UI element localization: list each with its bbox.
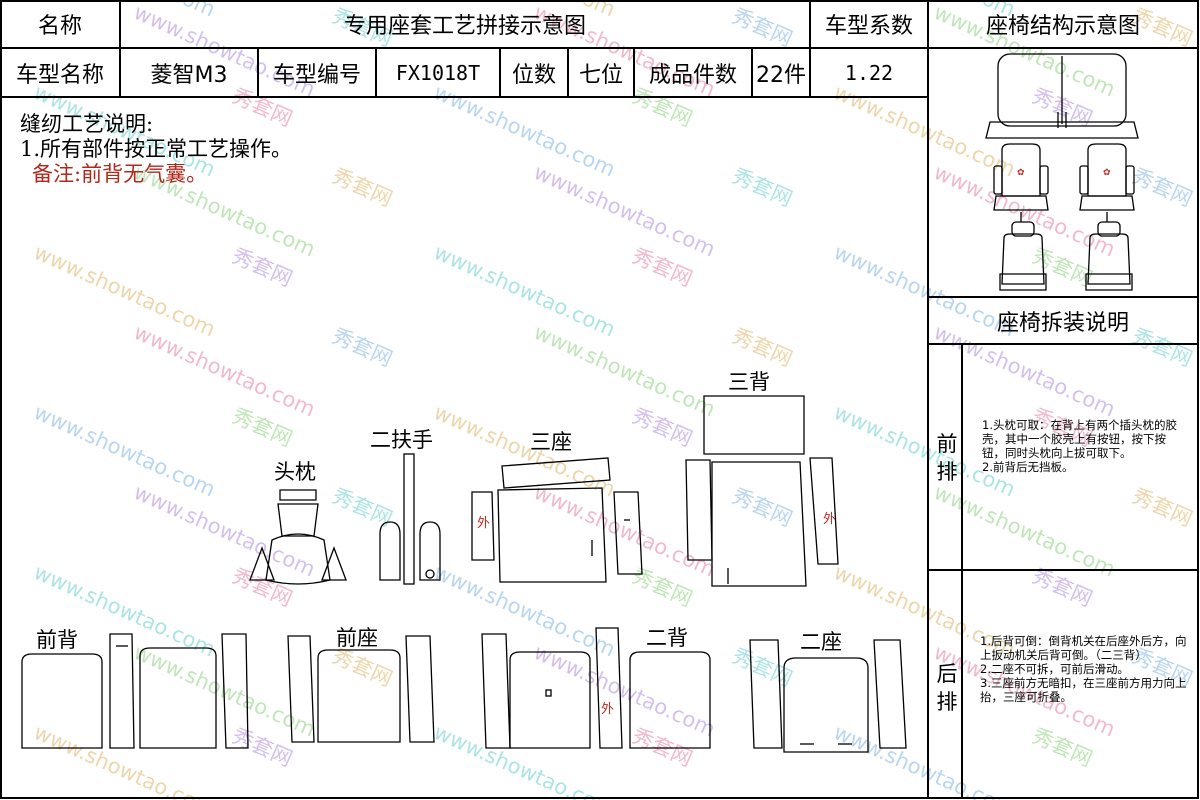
front-seat-right	[1085, 221, 1133, 291]
bench-seat-outline	[985, 121, 1139, 139]
name-label: 名称	[37, 14, 82, 39]
pieces-label: 成品件数	[648, 62, 737, 88]
label-headrest: 头枕	[274, 460, 316, 484]
bench-back-outline	[997, 53, 1127, 127]
back-3-pieces	[685, 395, 839, 587]
notes-line-1: 1.所有部件按正常工艺操作。	[20, 137, 293, 161]
sewing-notes: 缝纫工艺说明: 1.所有部件按正常工艺操作。 备注:前背无气囊。	[20, 112, 292, 187]
pieces-value: 22件	[756, 62, 806, 88]
front-row-label: 前排	[936, 432, 958, 484]
front-seat-left	[999, 221, 1047, 291]
front-seat-pieces	[287, 635, 435, 743]
label-armrest-2: 二扶手	[370, 428, 433, 452]
code-value: FX1018T	[395, 60, 481, 85]
coef-value: 1.22	[844, 60, 894, 85]
outer-mark-back-2: 外	[601, 702, 615, 717]
label-back-front: 前背	[36, 628, 78, 652]
armrest-pieces	[379, 453, 441, 585]
disassembly-title: 座椅拆装说明	[996, 310, 1129, 336]
structure-title: 座椅结构示意图	[985, 14, 1140, 39]
code-label: 车型编号	[272, 62, 361, 88]
svg-text:✿: ✿	[1103, 168, 1111, 178]
coef-label: 车型系数	[824, 14, 913, 39]
label-seat-3: 三座	[530, 430, 572, 454]
outer-mark-back-3: 外	[823, 512, 837, 527]
front-row-text: 1.头枕可取：在背上有两个插头枕的胶壳，其中一个胶壳上有按钮，按下按钮，同时头枕…	[982, 418, 1177, 474]
headrest-pieces	[249, 489, 347, 585]
label-back-2: 二背	[646, 626, 688, 650]
notes-remark: 备注:前背无气囊。	[32, 162, 208, 186]
seat-3-pieces	[471, 457, 643, 583]
label-back-3: 三背	[728, 370, 770, 394]
rear-row-label: 后排	[936, 662, 958, 714]
pattern-pieces	[21, 395, 907, 753]
notes-title: 缝纫工艺说明:	[20, 112, 154, 136]
seats-label: 位数	[511, 62, 556, 88]
seat-structure-diagram: ✿ ✿	[985, 53, 1139, 291]
back-2-pieces	[481, 627, 711, 749]
middle-seat-left	[993, 143, 1049, 222]
model-label: 车型名称	[15, 62, 104, 88]
svg-text:✿: ✿	[1017, 168, 1025, 178]
seats-value: 七位	[578, 62, 623, 88]
seat-2-pieces	[749, 639, 907, 753]
middle-seat-right	[1079, 143, 1135, 222]
label-seat-front: 前座	[336, 626, 378, 650]
rear-row-text: 1.后背可倒：倒背机关在后座外后方，向上扳动机关后背可倒。（二三背） 2.二座不…	[980, 634, 1187, 704]
label-seat-2: 二座	[800, 630, 842, 654]
outer-mark-seat-3: 外	[477, 516, 491, 531]
front-back-pieces	[21, 633, 249, 749]
sheet-title: 专用座套工艺拼接示意图	[343, 14, 586, 39]
model-value: 菱智M3	[150, 62, 228, 88]
